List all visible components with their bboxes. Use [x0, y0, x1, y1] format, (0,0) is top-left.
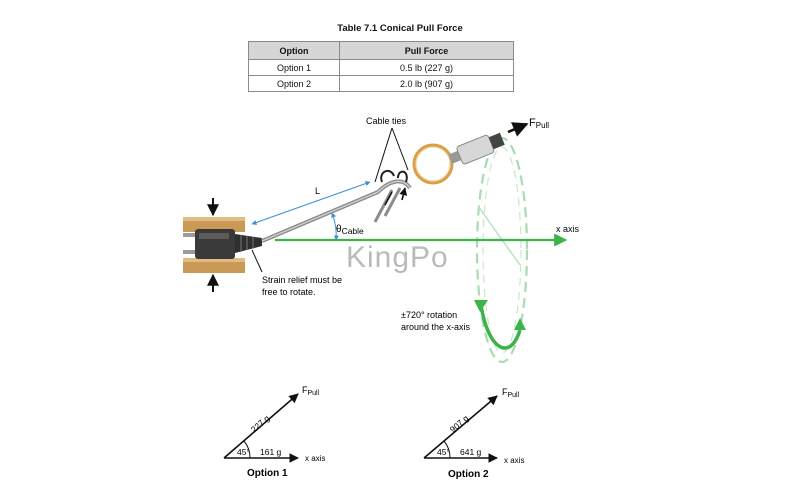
angle-arc	[243, 440, 251, 459]
strain-relief-line2: free to rotate.	[262, 287, 316, 297]
theta-cable-label: θCable	[336, 224, 364, 236]
f-pull-arrow	[507, 122, 529, 137]
theta-arc	[331, 212, 339, 241]
cable-ties-label: Cable ties	[366, 116, 407, 126]
vector-x-axis-label: x axis	[305, 454, 325, 463]
vector-f-pull-label: FPull	[302, 385, 320, 397]
pull-vector-arrow	[223, 393, 299, 459]
header-pull-force: Pull Force	[339, 41, 514, 60]
strain-relief-leader	[251, 249, 263, 273]
length-label: L	[315, 186, 320, 196]
x-axis-label: x axis	[556, 224, 580, 234]
rotation-spoke	[477, 205, 521, 266]
x-value-label: 161 g	[260, 447, 282, 457]
angle-arc	[443, 440, 451, 459]
rotation-ellipse-inner	[482, 146, 522, 354]
power-plug	[183, 229, 262, 259]
rotation-arrow	[479, 304, 522, 350]
pull-value-label: 227 g	[249, 413, 272, 435]
watermark: KingPo	[346, 241, 449, 274]
pull-vector-arrow	[423, 395, 498, 459]
vector-x-axis-label: x axis	[504, 456, 524, 465]
rotation-label-line2: around the x-axis	[401, 322, 471, 332]
angle-label: 45°	[237, 447, 250, 457]
pull-force-table: Option Pull Force Option 1 0.5 lb (227 g…	[248, 41, 514, 92]
option1-caption: Option 1	[247, 468, 288, 479]
rotation-label-line1: ±720° rotation	[401, 310, 457, 320]
option2-vector-diagram: FPull 907 g 45° 641 g x axis Option 2	[423, 387, 524, 480]
f-pull-label: FPull	[529, 117, 549, 130]
table-header-row: Option Pull Force	[248, 41, 514, 60]
table-row: Option 2 2.0 lb (907 g)	[248, 75, 514, 92]
cable-tie	[397, 170, 408, 183]
strain-relief-line1: Strain relief must be	[262, 275, 342, 285]
option1-vector-diagram: FPull 227 g 45° 161 g x axis Option 1	[223, 385, 325, 479]
option2-caption: Option 2	[448, 469, 489, 480]
angle-label: 45°	[437, 447, 450, 457]
x-value-label: 641 g	[460, 447, 482, 457]
length-dimension	[251, 181, 371, 225]
table-title: Table 7.1 Conical Pull Force	[337, 23, 463, 34]
pull-gauge	[448, 132, 505, 165]
cable-tie	[380, 169, 395, 183]
pull-value-label: 907 g	[448, 413, 471, 435]
header-option: Option	[248, 41, 340, 60]
rotation-arrowhead-right	[514, 318, 526, 330]
cable-ties-leader	[374, 127, 393, 183]
row-force: 2.0 lb (907 g)	[339, 75, 514, 92]
rotation-arrowhead-left	[474, 300, 488, 312]
pull-ring	[412, 143, 454, 185]
vector-f-pull-label: FPull	[502, 387, 520, 399]
